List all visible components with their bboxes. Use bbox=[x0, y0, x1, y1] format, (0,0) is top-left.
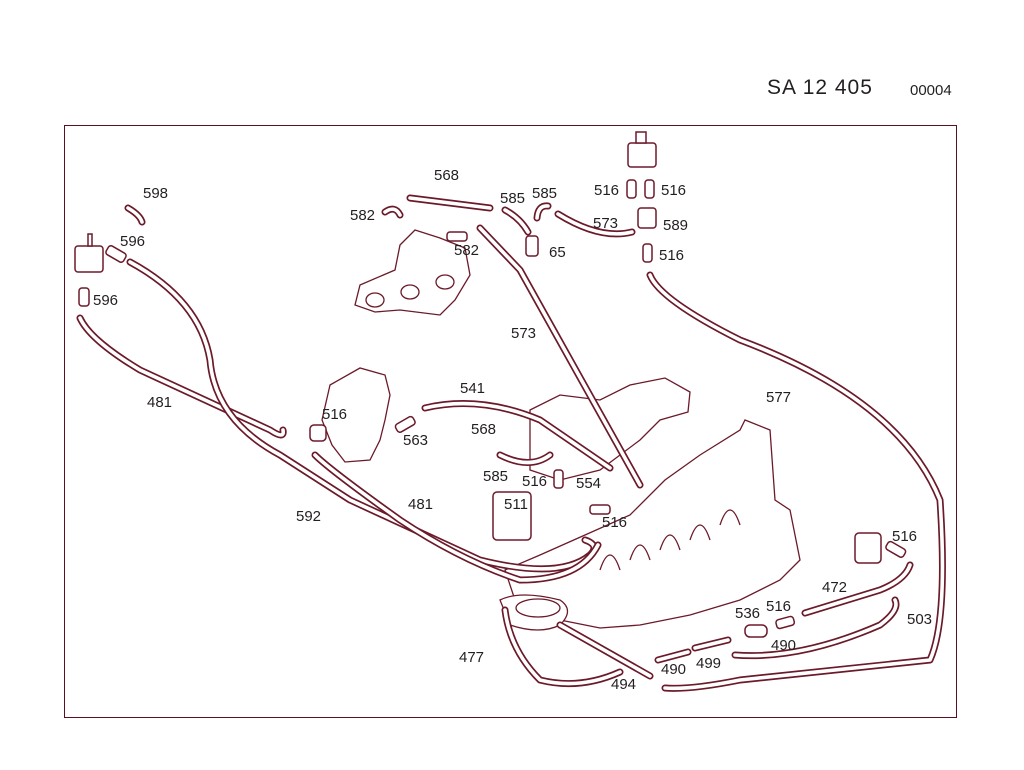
callout-490b: 490 bbox=[661, 661, 686, 678]
callout-490a: 490 bbox=[771, 637, 796, 654]
callout-596b: 596 bbox=[93, 292, 118, 309]
callout-511: 511 bbox=[504, 496, 528, 513]
callout-481b: 481 bbox=[408, 496, 433, 513]
callout-516a: 516 bbox=[594, 182, 619, 199]
callout-516c: 516 bbox=[659, 247, 684, 264]
callout-592: 592 bbox=[296, 508, 321, 525]
callout-554: 554 bbox=[576, 475, 601, 492]
diagram-frame bbox=[64, 125, 957, 718]
callout-573b: 573 bbox=[511, 325, 536, 342]
callout-516d: 516 bbox=[322, 406, 347, 423]
callout-516h: 516 bbox=[766, 598, 791, 615]
callout-582a: 582 bbox=[350, 207, 375, 224]
diagram-number: 00004 bbox=[910, 82, 952, 99]
valve-right bbox=[854, 532, 882, 564]
vacuum-switch-left bbox=[74, 233, 104, 273]
callout-568a: 568 bbox=[434, 167, 459, 184]
callout-598: 598 bbox=[143, 185, 168, 202]
vacuum-switch-top bbox=[627, 131, 657, 168]
callout-516e: 516 bbox=[522, 473, 547, 490]
hoses bbox=[76, 194, 946, 692]
callout-503: 503 bbox=[907, 611, 932, 628]
hose-connectors bbox=[78, 179, 907, 638]
distributor bbox=[321, 367, 391, 463]
callout-65: 65 bbox=[549, 244, 566, 261]
part-callouts: 598 596 596 481 592 568 582 582 585 585 … bbox=[93, 167, 932, 693]
callout-472: 472 bbox=[822, 579, 847, 596]
callout-516g: 516 bbox=[892, 528, 917, 545]
callout-516b: 516 bbox=[661, 182, 686, 199]
callout-568b: 568 bbox=[471, 421, 496, 438]
callout-573a: 573 bbox=[593, 215, 618, 232]
callout-541: 541 bbox=[460, 380, 485, 397]
callout-589: 589 bbox=[663, 217, 688, 234]
callout-577: 577 bbox=[766, 389, 791, 406]
callout-494: 494 bbox=[611, 676, 636, 693]
intake-manifold bbox=[499, 377, 801, 631]
callout-477: 477 bbox=[459, 649, 484, 666]
callout-585a: 585 bbox=[500, 190, 525, 207]
diagram-code: SA 12 405 bbox=[767, 76, 873, 99]
callout-596a: 596 bbox=[120, 233, 145, 250]
callout-563: 563 bbox=[403, 432, 428, 449]
callout-499: 499 bbox=[696, 655, 721, 672]
callout-516f: 516 bbox=[602, 514, 627, 531]
callout-536: 536 bbox=[735, 605, 760, 622]
valve-center bbox=[492, 491, 532, 541]
callout-585c: 585 bbox=[483, 468, 508, 485]
callout-582b: 582 bbox=[454, 242, 479, 259]
callout-585b: 585 bbox=[532, 185, 557, 202]
callout-481a: 481 bbox=[147, 394, 172, 411]
throttle-housing bbox=[354, 229, 471, 316]
